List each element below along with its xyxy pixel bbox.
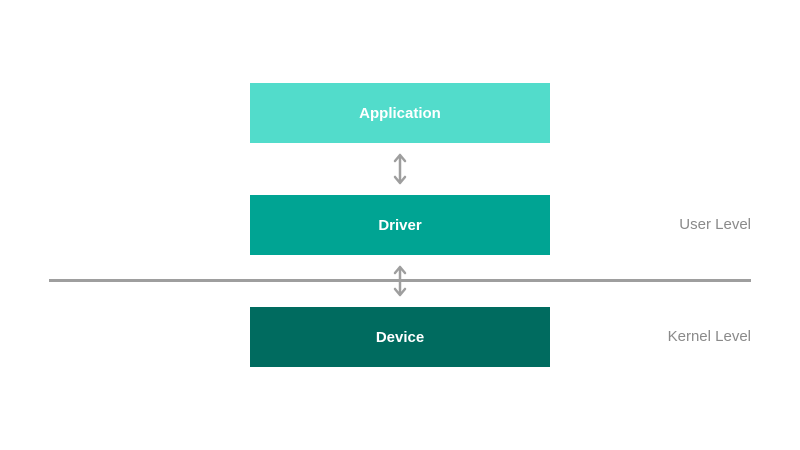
driver-layer-label: Driver: [378, 216, 422, 234]
bidirectional-arrow-icon: [393, 153, 407, 185]
kernel-level-label: Kernel Level: [667, 328, 751, 345]
user-level-label: User Level: [679, 216, 751, 233]
driver-layer-box: Driver: [250, 195, 550, 255]
device-layer-box: Device: [250, 307, 550, 367]
device-layer-label: Device: [375, 328, 425, 346]
bidirectional-arrow-icon: [393, 265, 407, 297]
application-layer-box: Application: [250, 83, 550, 143]
application-layer-label: Application: [359, 104, 441, 122]
